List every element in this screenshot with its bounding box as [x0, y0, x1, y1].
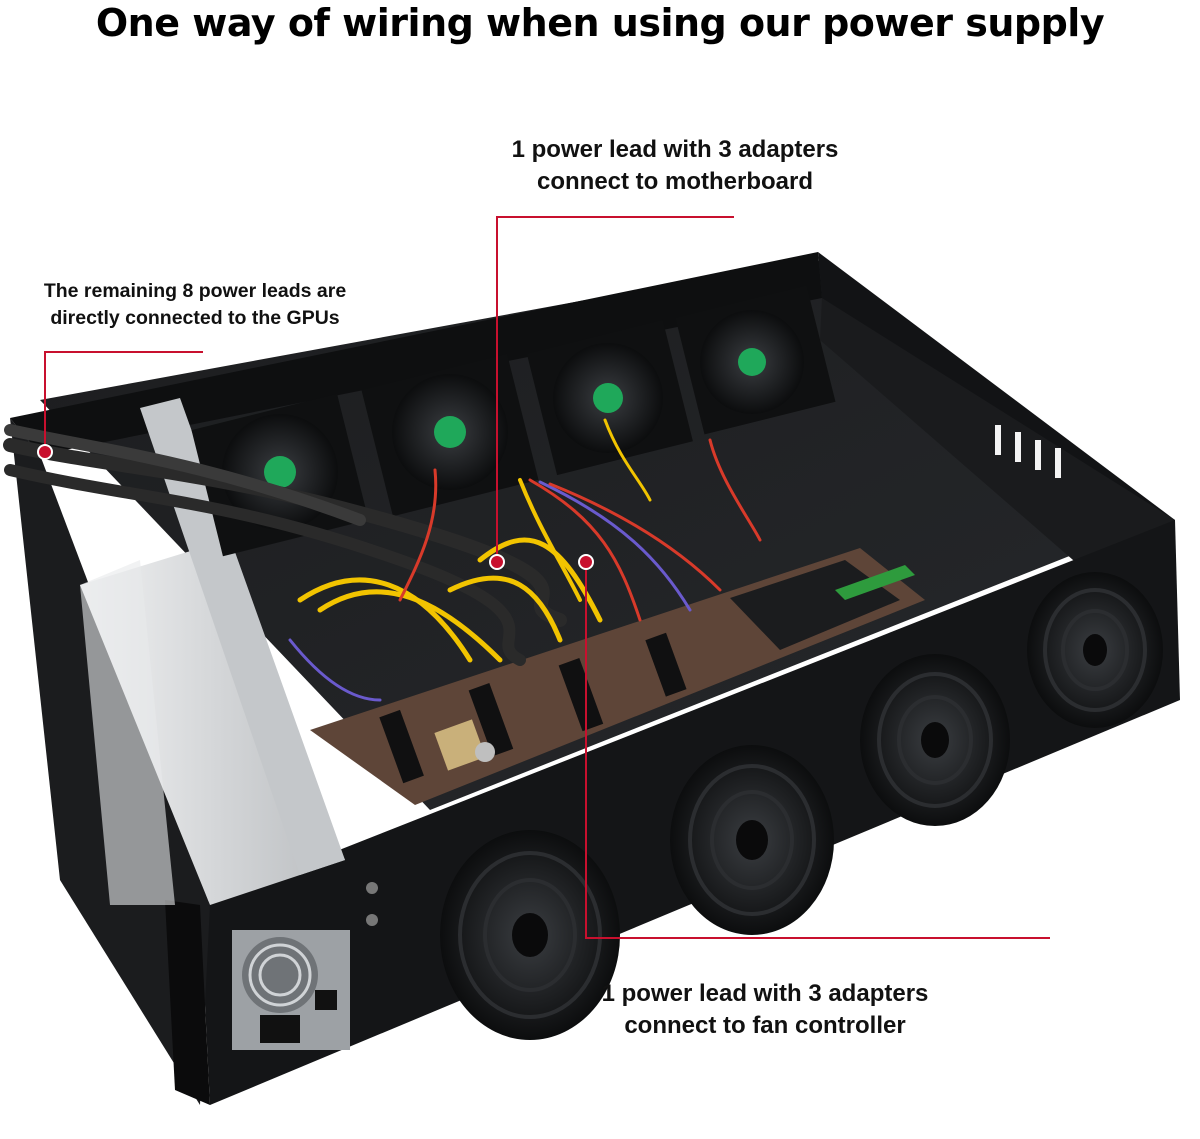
pcie-slot: [645, 632, 687, 697]
screw: [366, 914, 378, 926]
leader-line-gpus: [44, 351, 203, 452]
back-fan: [361, 353, 539, 517]
back-fan: [675, 285, 836, 435]
leader-dots: [37, 444, 594, 570]
callout-fan-controller-line2: connect to fan controller: [624, 1012, 906, 1039]
chip: [434, 719, 486, 771]
vent-slot: [1055, 448, 1061, 478]
callout-motherboard: 1 power lead with 3 adapters connect to …: [470, 134, 880, 198]
leader-dot-motherboard: [489, 554, 505, 570]
front-fan: [1027, 572, 1163, 728]
vent-slot: [1015, 432, 1021, 462]
pcie-slot: [558, 658, 604, 732]
callout-motherboard-line2: connect to motherboard: [536, 168, 813, 195]
callout-gpus-line2: directly connected to the GPUs: [50, 307, 340, 329]
power-switch: [315, 990, 337, 1010]
pcie-slot: [468, 683, 514, 757]
callout-fan-controller: 1 power lead with 3 adapters connect to …: [540, 978, 990, 1042]
page-title: One way of wiring when using our power s…: [95, 1, 1105, 45]
front-fan: [670, 745, 834, 935]
screw: [366, 882, 378, 894]
motherboard: [310, 548, 925, 805]
callout-gpus: The remaining 8 power leads are directly…: [10, 278, 380, 332]
leader-dot-gpus: [37, 444, 53, 460]
callout-motherboard-line1: 1 power lead with 3 adapters: [511, 136, 839, 163]
front-fan: [860, 654, 1010, 826]
power-cables: [3, 418, 762, 702]
power-socket: [260, 1015, 300, 1043]
front-fan-row: [440, 572, 1163, 1040]
pcie-slot: [379, 709, 424, 784]
psu-rear-panel: [232, 882, 378, 1050]
back-fan: [526, 319, 693, 476]
power-supply-unit: [80, 398, 345, 905]
leader-line-motherboard: [496, 216, 734, 562]
leader-lines: [44, 216, 1050, 939]
front-fan: [440, 830, 620, 1040]
back-fan-row: [191, 285, 836, 557]
vent-slot: [1035, 440, 1041, 470]
vent-slot: [995, 425, 1001, 455]
callout-fan-controller-line1: 1 power lead with 3 adapters: [601, 980, 929, 1007]
leader-dot-fan-controller: [578, 554, 594, 570]
ram-stick: [835, 565, 915, 600]
cmos-battery: [475, 742, 495, 762]
callout-gpus-line1: The remaining 8 power leads are: [43, 280, 347, 302]
leader-line-fan-controller: [585, 562, 1050, 939]
